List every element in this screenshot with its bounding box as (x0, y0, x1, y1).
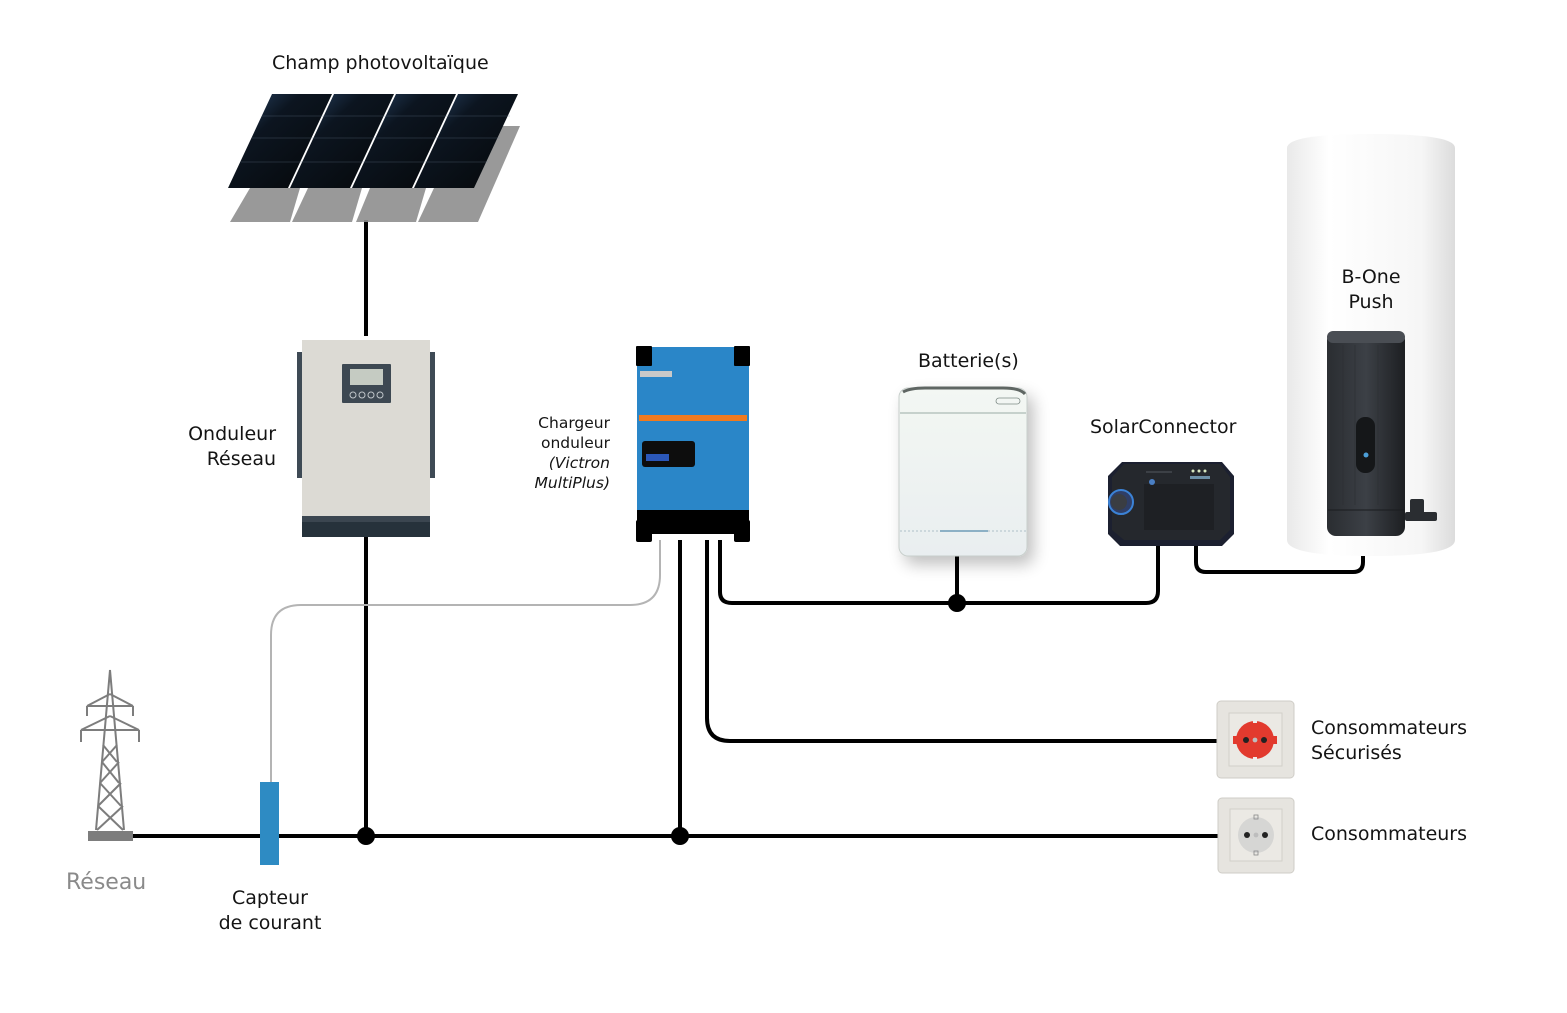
wiring (132, 220, 1365, 845)
pv-field-label: Champ photovoltaïque (272, 52, 489, 74)
victron-multiplus-icon (636, 346, 750, 542)
grid-inverter-icon (297, 340, 435, 537)
current-sensor-label: Capteur de courant (210, 886, 330, 936)
grid-label: Réseau (66, 870, 147, 895)
power-pylon-icon (80, 669, 140, 831)
charger-inverter-model-line-1: (Victron (548, 454, 610, 472)
secured-consumers-label-line-1: Consommateurs (1311, 717, 1468, 739)
solar-connector-icon (1108, 462, 1234, 546)
junction-dot (671, 827, 689, 845)
charger-inverter-label-line-2: onduleur (540, 434, 610, 452)
secured-consumers-label-line-2: Sécurisés (1311, 742, 1402, 764)
charger-inverter-label: Chargeur onduleur (Victron MultiPlus) (535, 413, 611, 493)
secured-consumers-label: Consommateurs Sécurisés (1311, 716, 1467, 766)
grid-inverter-label-line-2: Réseau (206, 448, 276, 470)
pylon-base (88, 831, 133, 841)
b-one-push-device-icon (1327, 331, 1437, 536)
wire-dc-bus (718, 540, 1160, 605)
junction-dot (357, 827, 375, 845)
b-one-push-label: B-One Push (1331, 265, 1411, 315)
wire-charger-ac-out (705, 540, 1218, 743)
battery-icon (898, 386, 1028, 557)
grid-inverter-label-line-1: Onduleur (188, 423, 276, 445)
wire-solarconnector-to-bone (1194, 533, 1365, 574)
b-one-push-label-line-2: Push (1348, 291, 1394, 313)
grid-inverter-label: Onduleur Réseau (188, 422, 276, 472)
current-sensor-icon (260, 782, 279, 865)
b-one-push-label-line-1: B-One (1341, 266, 1401, 288)
red-power-socket-icon (1216, 700, 1295, 779)
power-socket-icon (1217, 797, 1295, 874)
consumers-label: Consommateurs (1311, 823, 1468, 845)
current-sensor-label-line-1: Capteur (232, 887, 308, 909)
wire-sensor-signal (270, 540, 661, 782)
solar-panel-icon (228, 94, 520, 222)
charger-inverter-model-line-2: MultiPlus) (534, 474, 611, 492)
current-sensor-label-line-2: de courant (218, 912, 322, 934)
solar-connector-label: SolarConnector (1090, 416, 1237, 438)
charger-inverter-label-line-1: Chargeur (538, 414, 610, 432)
junction-dot (948, 594, 966, 612)
battery-label: Batterie(s) (918, 350, 1019, 372)
